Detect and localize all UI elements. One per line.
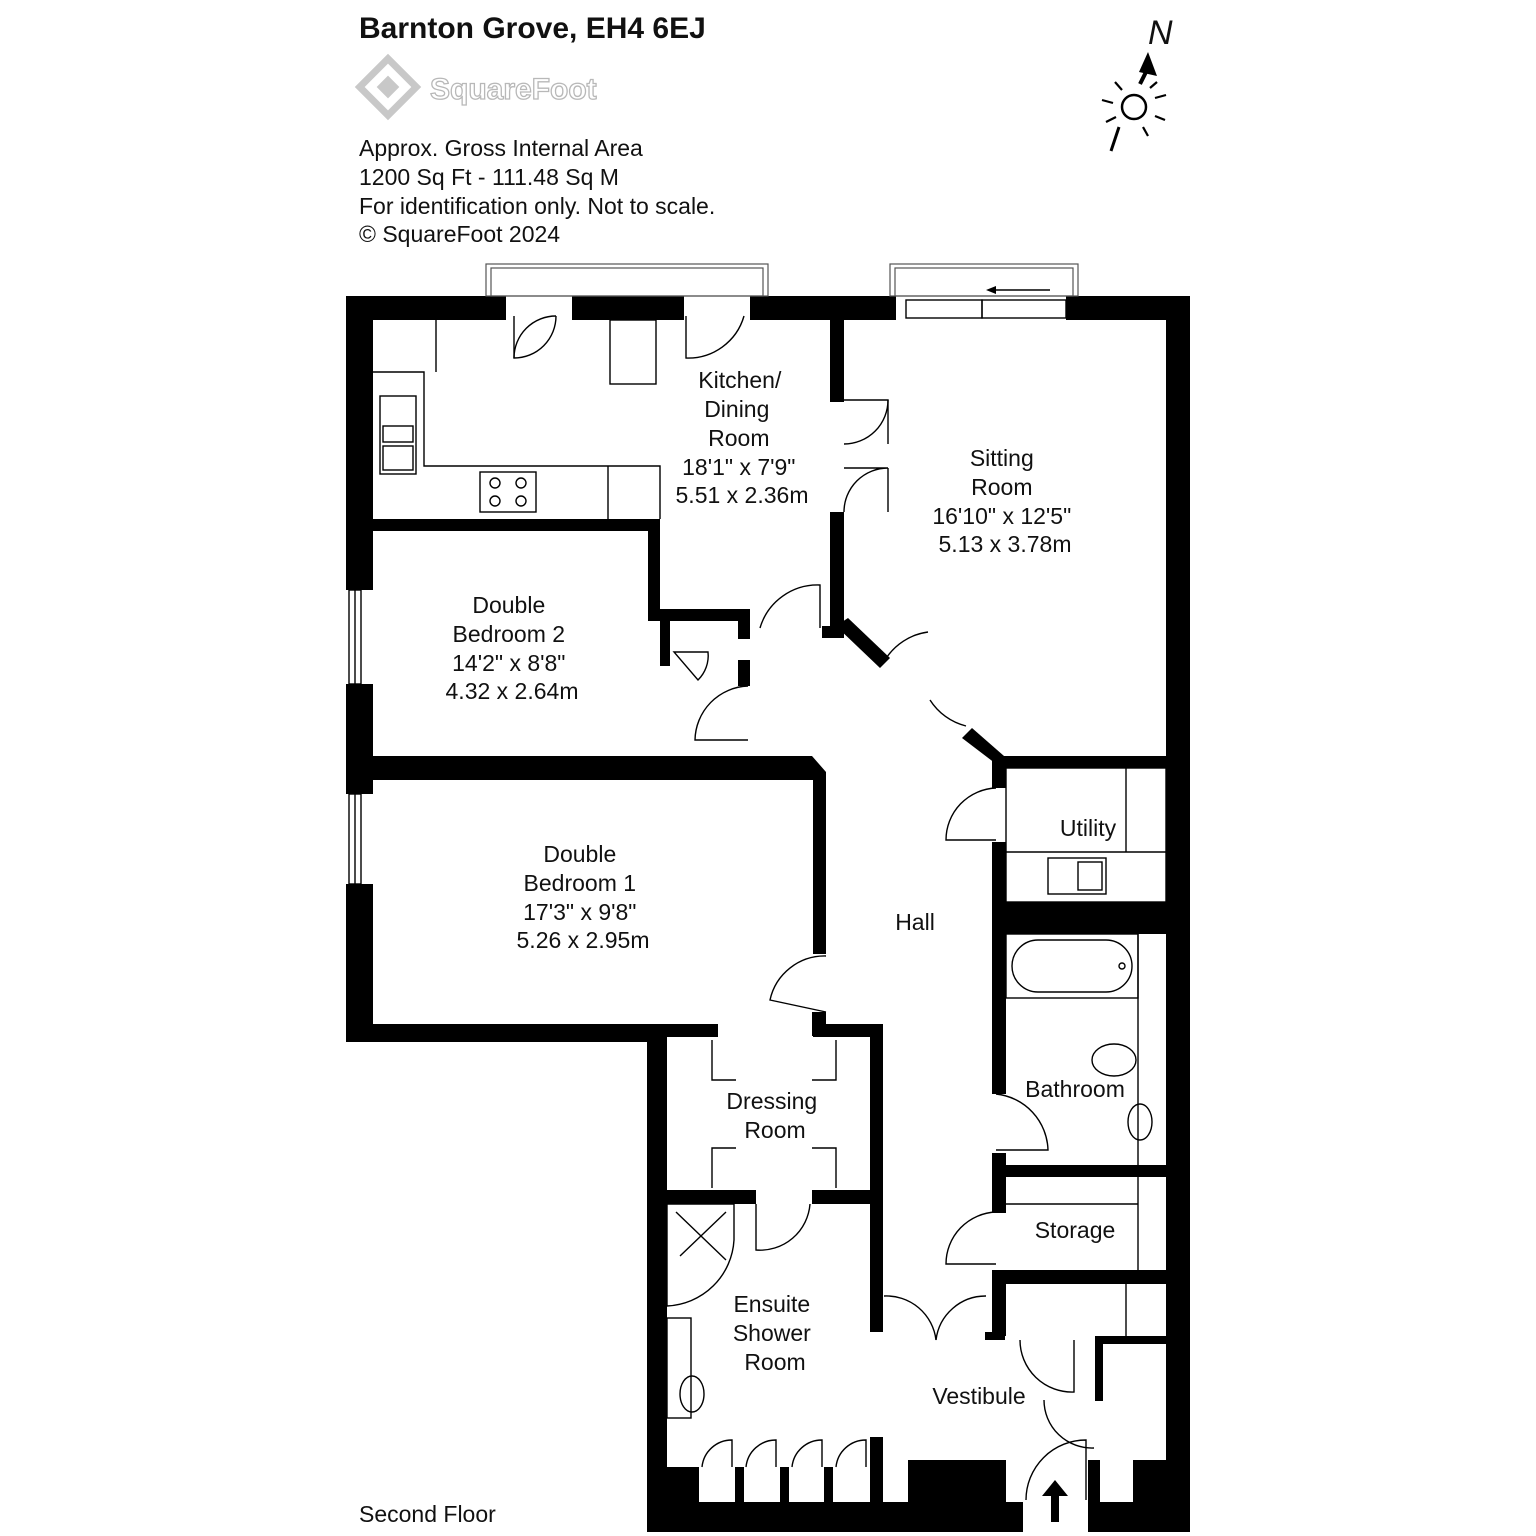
logo-text: SquareFoot xyxy=(430,73,597,106)
room-label-hall: Hall xyxy=(895,909,935,935)
room-label-utility: Utility xyxy=(1060,815,1117,841)
entrance-arrow-icon xyxy=(1042,1480,1068,1522)
room-label-kitchen: Kitchen/ Dining Room 18'1" x 7'9" 5.51 x… xyxy=(676,367,809,508)
room-label-dressing: Dressing Room xyxy=(726,1088,823,1143)
windows xyxy=(348,263,1079,885)
info-area-value: 1200 Sq Ft - 111.48 Sq M xyxy=(359,164,619,190)
plan-title: Barnton Grove, EH4 6EJ xyxy=(359,12,706,45)
room-label-sitting: Sitting Room 16'10" x 12'5" 5.13 x 3.78m xyxy=(932,445,1077,557)
walls xyxy=(346,296,1190,1532)
room-label-ensuite: Ensuite Shower Room xyxy=(733,1291,817,1375)
floor-label: Second Floor xyxy=(359,1501,496,1527)
info-disclaimer: For identification only. Not to scale. xyxy=(359,193,715,219)
fixtures xyxy=(373,319,1167,1419)
room-label-bedroom-1: Double Bedroom 1 17'3" x 9'8" 5.26 x 2.9… xyxy=(517,841,650,953)
squarefoot-logo: SquareFoot xyxy=(354,53,597,121)
info-area-label: Approx. Gross Internal Area xyxy=(359,135,643,161)
north-arrow-sun-icon: N xyxy=(1101,14,1173,152)
north-label: N xyxy=(1148,14,1173,52)
info-copyright: © SquareFoot 2024 xyxy=(359,221,560,247)
room-label-bathroom: Bathroom xyxy=(1025,1076,1125,1102)
room-label-vestibule: Vestibule xyxy=(932,1383,1025,1409)
room-label-storage: Storage xyxy=(1035,1217,1116,1243)
room-label-bedroom-2: Double Bedroom 2 14'2" x 8'8" 4.32 x 2.6… xyxy=(446,592,579,704)
doors xyxy=(513,315,1095,1501)
